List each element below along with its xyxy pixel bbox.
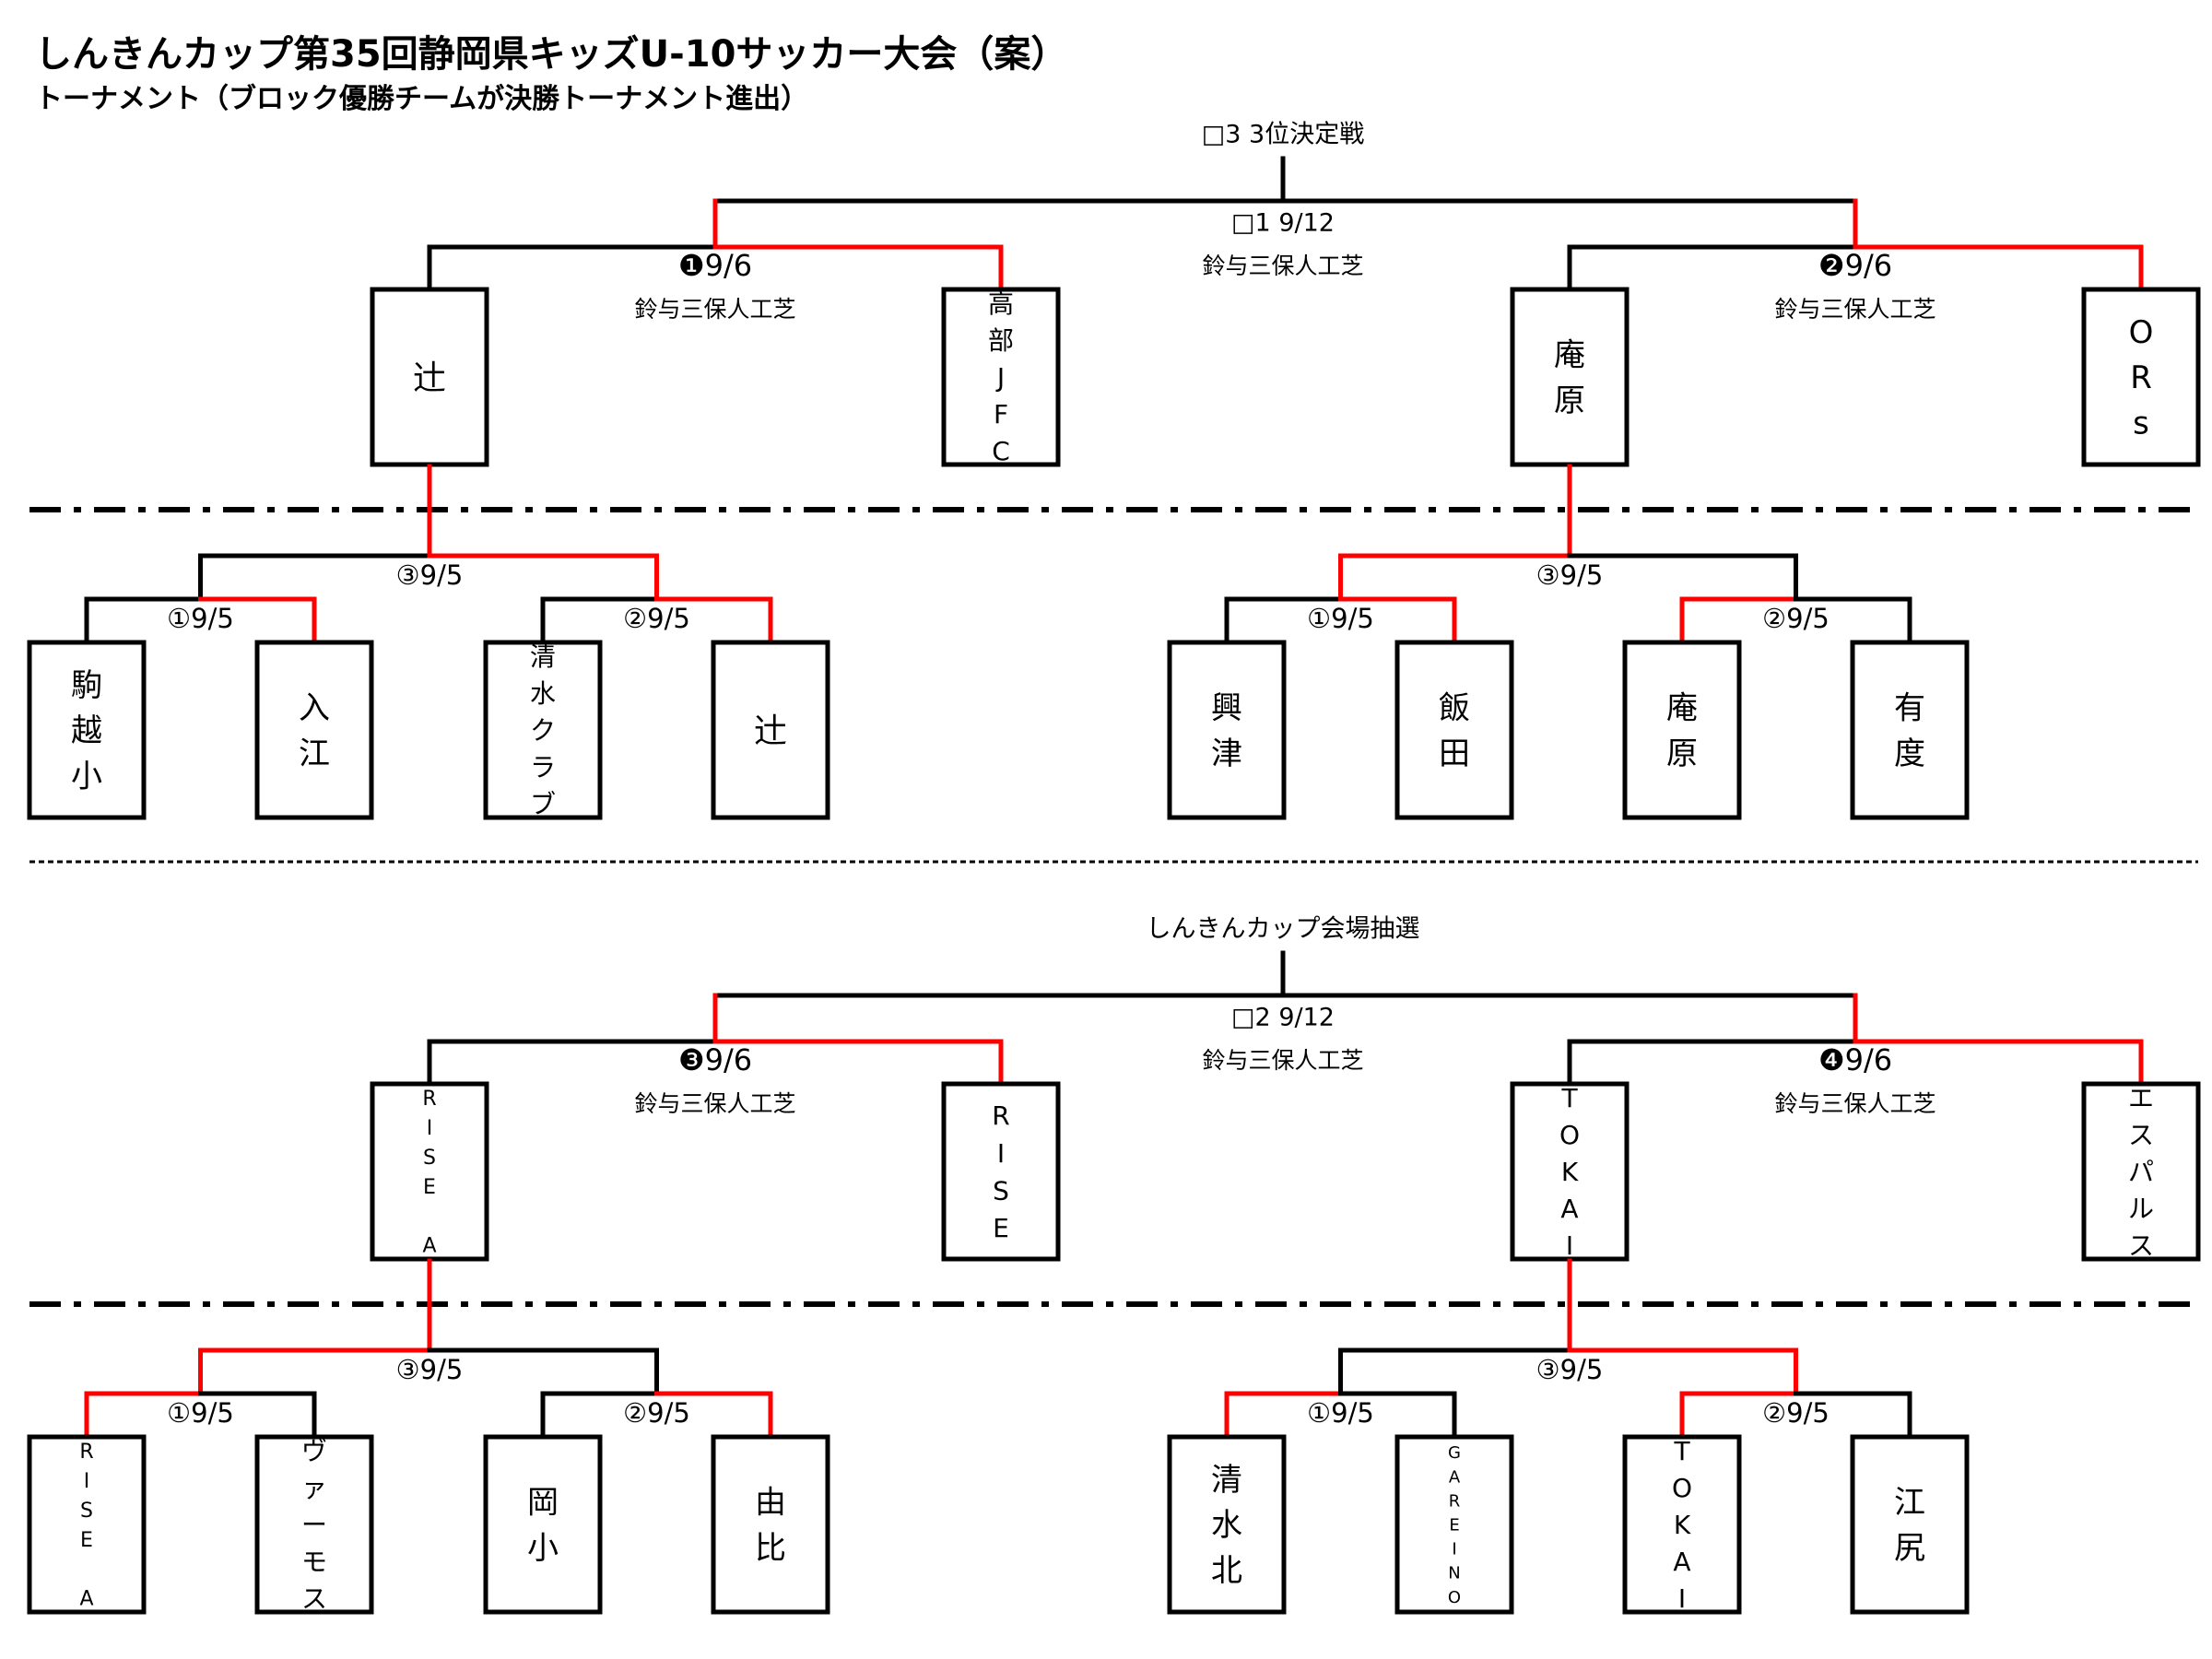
top-label: しんきんカップ会場抽選 [1147, 915, 1420, 944]
top-label: □3 3位決定戦 [1202, 121, 1364, 149]
team-box: 岡小 [483, 1434, 603, 1615]
team-box-frame [254, 1434, 374, 1615]
match-label: ①9/5 [1307, 603, 1374, 634]
team-box: ヴァーモス [254, 1434, 374, 1615]
team-box: 興津 [1167, 640, 1287, 820]
team-name: 興津 [1211, 690, 1242, 772]
team-box-frame [2081, 1081, 2201, 1262]
final-venue: 鈴与三保人工芝 [1202, 253, 1363, 279]
team-name: 庵原 [1666, 690, 1698, 772]
match-label: ②9/5 [1762, 1397, 1830, 1429]
team-box-frame [27, 640, 147, 820]
semi-label: ❶9/6 [678, 248, 752, 283]
team-box: エスパルス [2081, 1081, 2201, 1262]
team-box: 有度 [1850, 640, 1970, 820]
semi-label: ❸9/6 [678, 1042, 752, 1077]
match-label: ②9/5 [623, 603, 690, 634]
page-subtitle: トーナメント（ブロック優勝チームが決勝トーナメント進出） [35, 83, 809, 115]
semi-label: ❷9/6 [1818, 248, 1892, 283]
team-box-frame [1850, 640, 1970, 820]
team-name: 岡小 [527, 1485, 559, 1567]
team-box-frame [1167, 1434, 1287, 1615]
block-final-label: ③9/5 [1536, 559, 1604, 591]
team-name: 辻 [413, 359, 446, 397]
team-name: 庵原 [1554, 337, 1585, 419]
semi-venue: 鈴与三保人工芝 [1774, 1090, 1936, 1117]
final-venue: 鈴与三保人工芝 [1202, 1047, 1363, 1074]
team-box-frame [1394, 1434, 1514, 1615]
block-final-label: ③9/5 [396, 1354, 464, 1385]
match-label: ①9/5 [167, 603, 234, 634]
team-box: 庵原 [1510, 287, 1630, 467]
team-box-frame [1850, 1434, 1970, 1615]
team-box-frame [2081, 287, 2201, 467]
team-name: ヴァーモス [301, 1436, 327, 1614]
semi-venue: 鈴与三保人工芝 [1774, 296, 1936, 323]
team-box-frame [1510, 287, 1630, 467]
semi-venue: 鈴与三保人工芝 [634, 1090, 795, 1117]
team-box: 駒越小 [27, 640, 147, 820]
block-final-label: ③9/5 [1536, 1354, 1604, 1385]
team-box-frame [483, 640, 603, 820]
block-final-label: ③9/5 [396, 559, 464, 591]
team-box: 飯田 [1394, 640, 1514, 820]
team-box-frame [711, 640, 830, 820]
team-box: 入江 [254, 640, 374, 820]
team-box-frame [1622, 640, 1742, 820]
team-box-frame [254, 640, 374, 820]
team-box-frame [1394, 640, 1514, 820]
team-box: 清水クラブ [483, 640, 603, 820]
match-label: ②9/5 [1762, 603, 1830, 634]
team-box-frame [1167, 640, 1287, 820]
page-title: しんきんカップ第35回静岡県キッズU-10サッカー大会（案） [35, 33, 1068, 76]
team-box-frame [941, 287, 1061, 467]
final-label: □2 9/12 [1231, 1004, 1335, 1032]
semi-venue: 鈴与三保人工芝 [634, 296, 795, 323]
team-name: 清水クラブ [530, 641, 556, 819]
team-box: 辻 [711, 640, 830, 820]
team-box-frame [1622, 1434, 1742, 1615]
team-box: 由比 [711, 1434, 830, 1615]
team-name: 清水北 [1211, 1462, 1242, 1590]
team-box-frame [711, 1434, 830, 1615]
team-box: 辻 [370, 287, 489, 467]
team-box: 清水北 [1167, 1434, 1287, 1615]
match-label: ②9/5 [623, 1397, 690, 1429]
team-box-frame [483, 1434, 603, 1615]
match-label: ①9/5 [167, 1397, 234, 1429]
team-box-frame [27, 1434, 147, 1615]
team-name: 入江 [299, 690, 330, 772]
team-name: 飯田 [1439, 690, 1470, 772]
team-box: 庵原 [1622, 640, 1742, 820]
match-label: ①9/5 [1307, 1397, 1374, 1429]
team-name: 江尻 [1894, 1485, 1925, 1567]
semi-label: ❹9/6 [1818, 1042, 1892, 1077]
team-name: エスパルス [2128, 1083, 2154, 1261]
team-name: 辻 [754, 712, 787, 750]
team-box: 江尻 [1850, 1434, 1970, 1615]
team-box-frame [941, 1081, 1061, 1262]
team-name: 有度 [1894, 690, 1925, 772]
final-label: □1 9/12 [1231, 209, 1335, 238]
team-name: 由比 [755, 1485, 786, 1567]
team-name: 駒越小 [71, 667, 102, 795]
